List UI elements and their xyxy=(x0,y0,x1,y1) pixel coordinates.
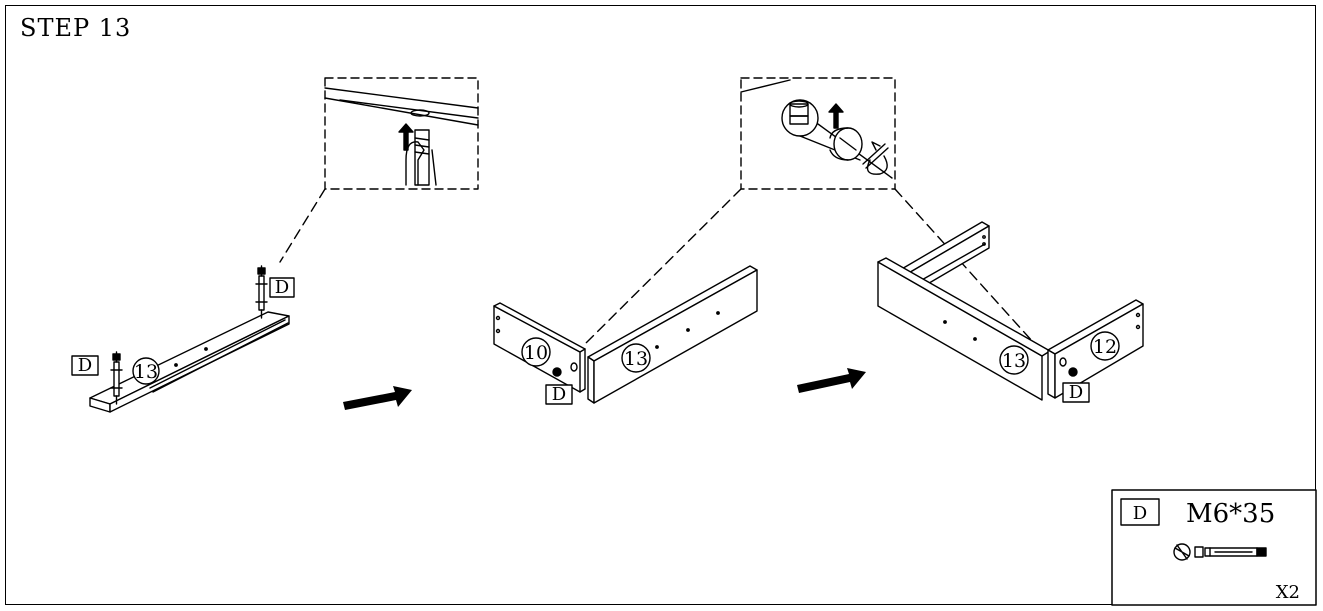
step-title: STEP 13 xyxy=(20,14,132,42)
legend-code-box xyxy=(1120,498,1160,526)
callout-13-right-text: 13 xyxy=(1002,350,1026,372)
arrow-up-icon xyxy=(828,103,844,129)
arrow-up-icon xyxy=(398,123,414,151)
callout-13-left-text: 13 xyxy=(134,361,158,383)
callout-13-mid xyxy=(621,343,651,373)
board-13-right xyxy=(877,261,1043,401)
callout-10-text: 10 xyxy=(524,342,548,364)
bolt-d-bottom xyxy=(110,351,123,405)
hardware-legend: D M6*35 X2 xyxy=(1111,489,1317,606)
middle-assembly: 10 13 D xyxy=(493,265,758,405)
right-assembly: 13 12 D xyxy=(877,221,1144,403)
tag-d-left-top xyxy=(269,277,295,298)
tag-d-left-bottom xyxy=(71,355,99,376)
callout-12 xyxy=(1090,331,1120,361)
arrow-right-icon xyxy=(343,386,412,410)
callout-10 xyxy=(521,337,551,367)
tag-d-right-text: D xyxy=(1069,382,1083,403)
tag-d-mid xyxy=(545,384,573,405)
tag-d-mid-text: D xyxy=(552,384,566,405)
callout-12-text: 12 xyxy=(1093,336,1117,358)
callout-13-mid-text: 13 xyxy=(624,348,648,370)
legend-code: D xyxy=(1133,503,1147,524)
tag-d-left-top-text: D xyxy=(275,277,289,298)
step-frame xyxy=(5,5,1316,605)
cam-bolt-icon xyxy=(1173,543,1267,561)
left-assembly: D D 13 xyxy=(71,265,295,413)
bolt-d-top xyxy=(255,265,268,319)
tag-d-right xyxy=(1062,382,1090,403)
callout-13-right xyxy=(999,345,1029,375)
legend-spec: M6*35 xyxy=(1186,499,1275,529)
legend-quantity: X2 xyxy=(1276,582,1300,603)
detail-box-left xyxy=(279,77,479,263)
tag-d-left-bottom-text: D xyxy=(78,355,92,376)
arrow-right-icon xyxy=(797,368,866,393)
callout-13-left xyxy=(132,357,160,385)
detail-box-right xyxy=(582,77,1043,353)
